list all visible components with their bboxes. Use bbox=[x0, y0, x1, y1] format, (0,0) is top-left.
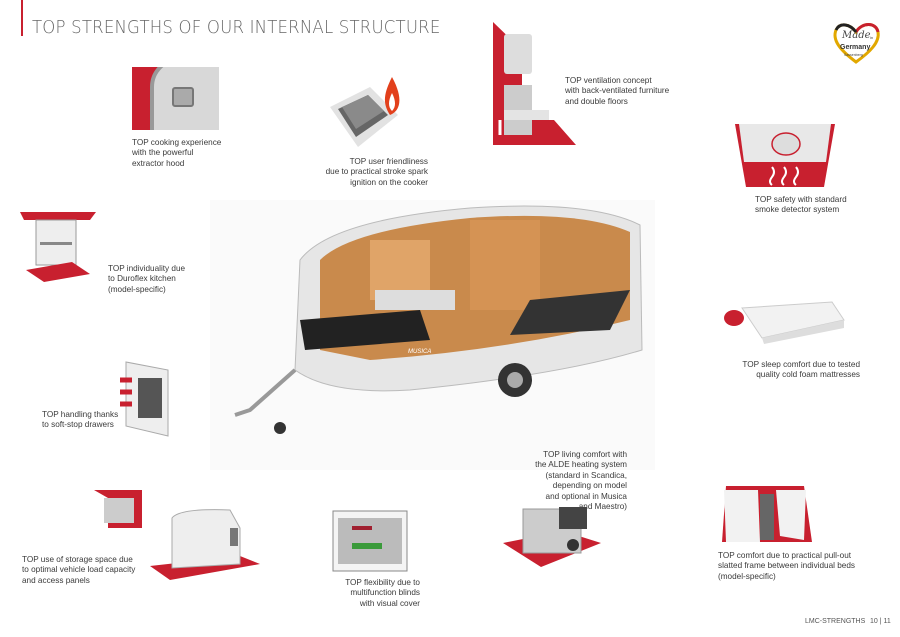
footer-section: LMC-STRENGTHS bbox=[805, 618, 866, 625]
feature-blinds-caption: TOP flexibility due to multifunction bli… bbox=[345, 578, 420, 608]
page-title: TOP STRENGTHS OF OUR INTERNAL STRUCTURE bbox=[32, 17, 441, 38]
logo-made: Made bbox=[842, 30, 871, 41]
spark-ignition-icon bbox=[330, 77, 400, 147]
mattress-icon bbox=[724, 301, 845, 344]
storage-icon bbox=[94, 490, 260, 580]
caravan-model-badge: MUSICA bbox=[408, 349, 432, 355]
feature-kitchen-caption: TOP individuality due to Duroflex kitche… bbox=[108, 264, 186, 294]
kitchen-icon bbox=[20, 212, 96, 282]
feature-smoke-caption: TOP safety with standard smoke detector … bbox=[755, 195, 847, 215]
heater-icon bbox=[503, 507, 601, 567]
feature-mattress-caption: TOP sleep comfort due to tested quality … bbox=[742, 360, 860, 380]
logo-in: in bbox=[870, 35, 874, 40]
logo-germany: Germany bbox=[840, 44, 871, 51]
drawers-icon bbox=[120, 361, 169, 437]
feature-storage-caption: TOP use of storage space due to optimal … bbox=[22, 555, 136, 585]
title-accent-line bbox=[21, 0, 23, 36]
slatted-frame-icon bbox=[722, 486, 812, 542]
heart-icon bbox=[833, 23, 880, 64]
caravan-cutaway-image bbox=[210, 200, 655, 470]
made-in-germany-logo: Made in Germany Sassenberg bbox=[830, 20, 882, 64]
feature-beds-caption: TOP comfort due to practical pull-out sl… bbox=[718, 551, 855, 581]
smoke-detector-icon bbox=[735, 124, 835, 187]
footer-page-number: 10 | 11 bbox=[870, 618, 891, 625]
feature-spark-caption: TOP user friendliness due to practical s… bbox=[325, 157, 428, 187]
feature-alde-caption: TOP living comfort with the ALDE heating… bbox=[535, 450, 627, 512]
extractor-hood-image bbox=[132, 67, 219, 130]
feature-ventilation-caption: TOP ventilation concept with back-ventil… bbox=[565, 76, 670, 106]
feature-drawers-caption: TOP handling thanks to soft-stop drawers bbox=[42, 410, 119, 430]
blinds-icon bbox=[332, 510, 408, 572]
logo-sassenberg: Sassenberg bbox=[844, 53, 863, 57]
feature-cooking-caption: TOP cooking experience with the powerful… bbox=[132, 138, 222, 168]
ventilation-icon bbox=[493, 22, 576, 145]
